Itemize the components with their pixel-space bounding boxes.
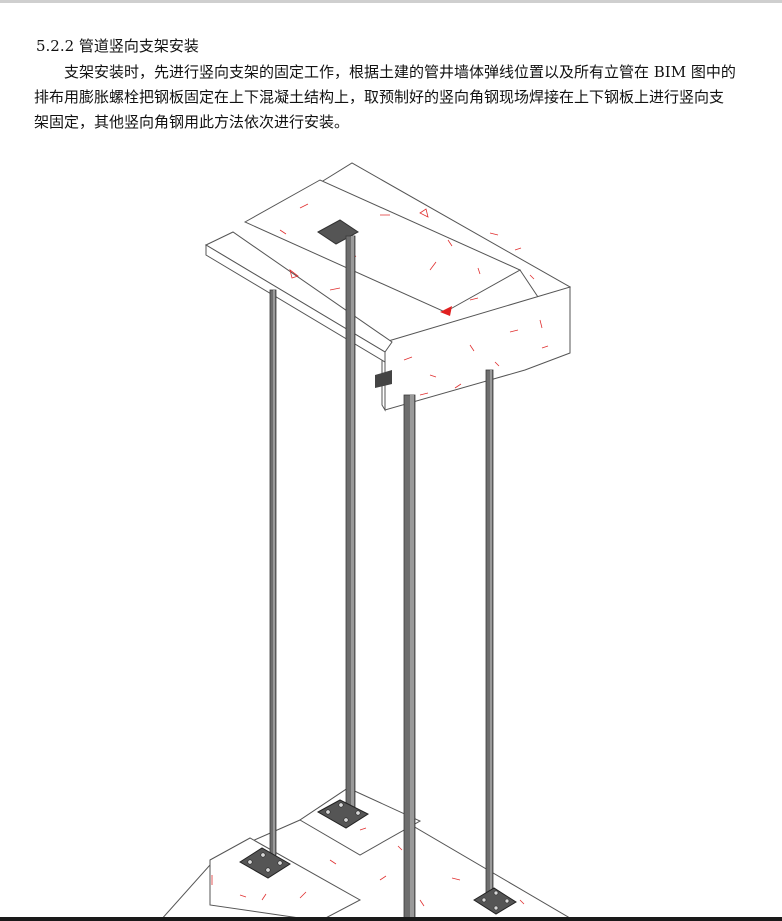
bottom-rule (0, 917, 782, 921)
paragraph-line-1: 支架安装时，先进行竖向支架的固定工作，根据土建的管井墙体弹线位置以及所有立管在 … (64, 63, 736, 81)
cantilever-plank-face (205, 244, 386, 363)
paragraph-line-3: 架固定，其他竖向角钢用此方法依次进行安装。 (34, 113, 350, 131)
paragraph-line-2: 排布用膨胀螺栓把钢板固定在上下混凝土结构上，取预制好的竖向角钢现场焊接在上下钢板… (34, 88, 725, 106)
bim-vertical-support-figure (159, 162, 576, 921)
base-plate-2 (316, 799, 370, 829)
concrete-hatch (211, 203, 549, 907)
base-plate-3 (473, 887, 517, 915)
section-heading: 5.2.2 管道竖向支架安装 (36, 37, 199, 55)
base-plate-1 (239, 847, 291, 879)
upper-bracket (375, 370, 392, 388)
lower-curb (299, 787, 422, 856)
upper-steel-plate (317, 219, 359, 245)
angle-steel-3 (403, 394, 416, 921)
red-marker (440, 306, 452, 316)
upper-beam-front (384, 286, 571, 411)
section-paragraph: 支架安装时，先进行竖向支架的固定工作，根据土建的管井墙体弹线位置以及所有立管在 … (34, 60, 774, 135)
lower-base-plates (239, 799, 517, 915)
upper-slab-top-inner (243, 179, 522, 313)
top-rule (0, 0, 782, 3)
